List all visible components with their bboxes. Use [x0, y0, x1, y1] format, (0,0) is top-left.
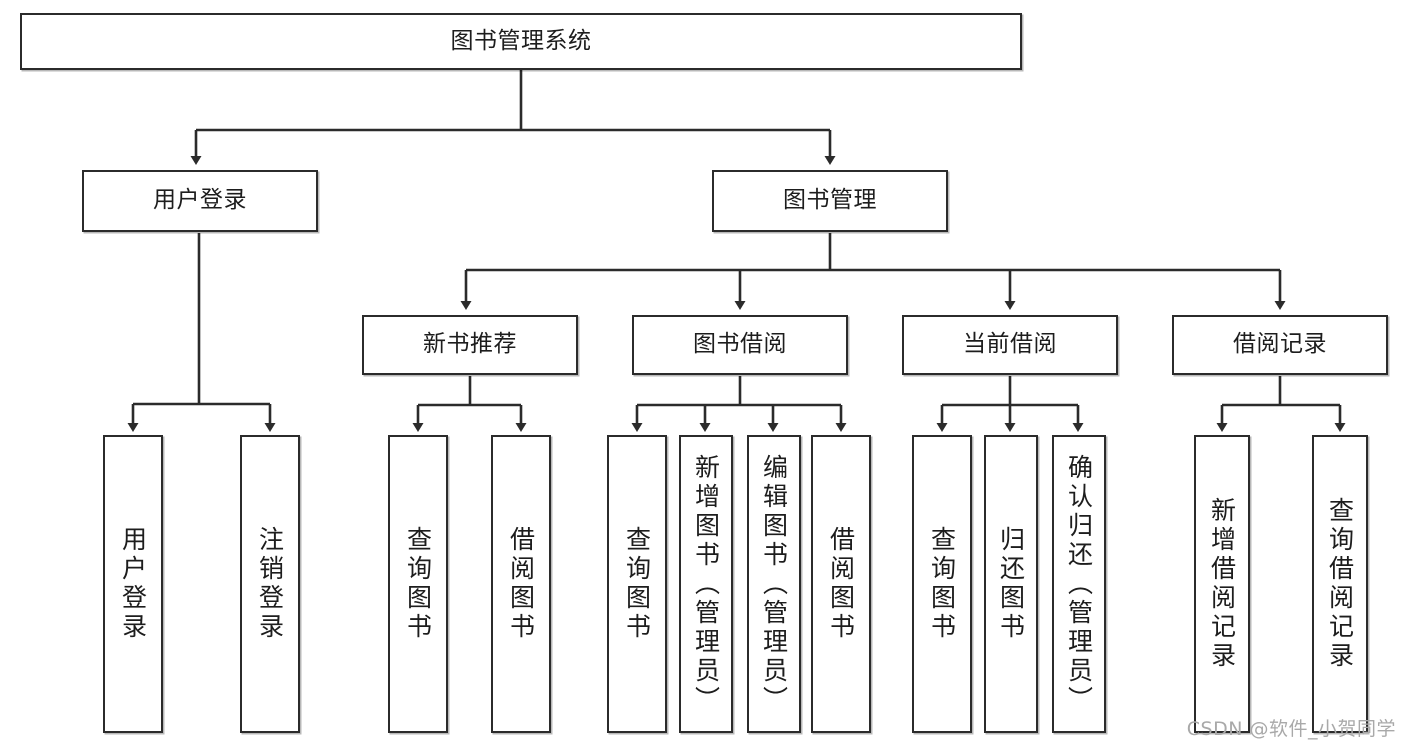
- node-leaf-user-login[interactable]: 用户登录: [103, 435, 163, 733]
- node-book-borrow-label: 图书借阅: [693, 331, 787, 358]
- node-leaf-borrow-book-2-label: 借阅图书: [826, 526, 856, 642]
- node-new-book-recommend-label: 新书推荐: [423, 331, 517, 358]
- node-book-borrow[interactable]: 图书借阅: [632, 315, 848, 375]
- node-borrow-record[interactable]: 借阅记录: [1172, 315, 1388, 375]
- node-leaf-confirm-return-label: 确认归还（管理员）: [1064, 453, 1094, 715]
- node-user-login-label: 用户登录: [153, 187, 247, 214]
- node-leaf-borrow-book-1[interactable]: 借阅图书: [491, 435, 551, 733]
- node-leaf-add-record-label: 新增借阅记录: [1207, 497, 1237, 671]
- node-root-system-label: 图书管理系统: [450, 27, 592, 54]
- node-leaf-edit-book-label: 编辑图书（管理员）: [759, 453, 789, 715]
- node-leaf-borrow-book-2[interactable]: 借阅图书: [811, 435, 871, 733]
- node-current-borrow-label: 当前借阅: [963, 331, 1057, 358]
- node-leaf-edit-book[interactable]: 编辑图书（管理员）: [747, 435, 801, 733]
- node-leaf-query-book-1[interactable]: 查询图书: [388, 435, 448, 733]
- node-user-login[interactable]: 用户登录: [82, 170, 318, 232]
- node-leaf-borrow-book-1-label: 借阅图书: [506, 526, 536, 642]
- node-leaf-confirm-return[interactable]: 确认归还（管理员）: [1052, 435, 1106, 733]
- node-leaf-query-book-3[interactable]: 查询图书: [912, 435, 972, 733]
- node-leaf-query-book-2[interactable]: 查询图书: [607, 435, 667, 733]
- node-root-system[interactable]: 图书管理系统: [20, 13, 1022, 70]
- node-leaf-query-book-1-label: 查询图书: [403, 526, 433, 642]
- node-borrow-record-label: 借阅记录: [1233, 331, 1327, 358]
- node-leaf-logout-login[interactable]: 注销登录: [240, 435, 300, 733]
- node-book-management[interactable]: 图书管理: [712, 170, 948, 232]
- node-leaf-user-login-label: 用户登录: [118, 526, 148, 642]
- node-new-book-recommend[interactable]: 新书推荐: [362, 315, 578, 375]
- node-leaf-add-book[interactable]: 新增图书（管理员）: [679, 435, 733, 733]
- node-leaf-query-book-2-label: 查询图书: [622, 526, 652, 642]
- node-leaf-query-record-label: 查询借阅记录: [1325, 497, 1355, 671]
- node-book-management-label: 图书管理: [783, 187, 877, 214]
- node-leaf-add-record[interactable]: 新增借阅记录: [1194, 435, 1250, 733]
- node-current-borrow[interactable]: 当前借阅: [902, 315, 1118, 375]
- node-leaf-query-book-3-label: 查询图书: [927, 526, 957, 642]
- node-leaf-logout-login-label: 注销登录: [255, 526, 285, 642]
- node-leaf-query-record[interactable]: 查询借阅记录: [1312, 435, 1368, 733]
- node-leaf-return-book[interactable]: 归还图书: [984, 435, 1038, 733]
- csdn-watermark: CSDN @软件_小贺同学: [1186, 718, 1396, 740]
- node-leaf-add-book-label: 新增图书（管理员）: [691, 453, 721, 715]
- node-leaf-return-book-label: 归还图书: [996, 526, 1026, 642]
